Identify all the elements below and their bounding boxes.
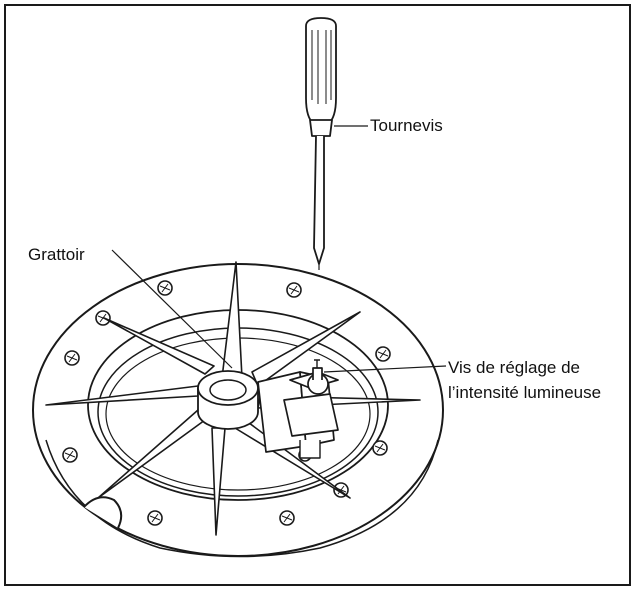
sensor-module bbox=[257, 359, 339, 459]
center-hub bbox=[197, 370, 259, 430]
screw-head-icon bbox=[372, 440, 388, 456]
screw-head-icon bbox=[157, 280, 173, 296]
screwdriver-icon bbox=[305, 17, 337, 270]
screw-head-icon bbox=[286, 282, 302, 298]
screw-head-icon bbox=[64, 350, 80, 366]
screw-head-icon bbox=[147, 510, 163, 526]
label-adjust-screw-line1: Vis de réglage de bbox=[448, 358, 581, 377]
screw-head-icon bbox=[375, 346, 391, 362]
screw-head-icon bbox=[62, 447, 78, 463]
label-scraper: Grattoir bbox=[28, 245, 85, 264]
screw-head-icon bbox=[279, 510, 295, 526]
label-screwdriver: Tournevis bbox=[370, 116, 443, 135]
label-adjust-screw-line2: l’intensité lumineuse bbox=[448, 383, 602, 402]
flange-screws bbox=[62, 280, 391, 526]
screw-head-icon bbox=[95, 310, 111, 326]
leader-lines bbox=[111, 125, 447, 373]
